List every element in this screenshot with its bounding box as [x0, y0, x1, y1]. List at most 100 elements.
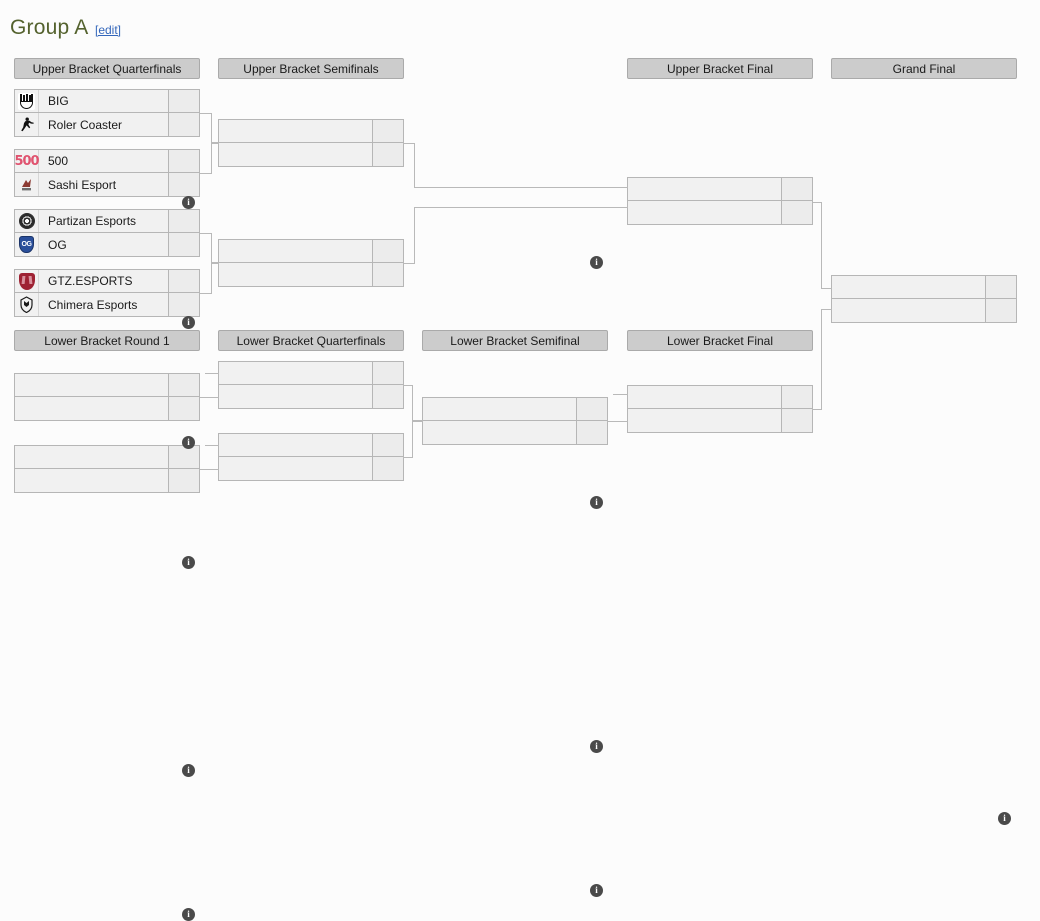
chimera-esports-logo — [15, 293, 39, 316]
match-opponent-row[interactable] — [832, 299, 1016, 322]
connector — [412, 421, 413, 457]
match-opponent-row[interactable] — [219, 263, 403, 286]
score-cell — [781, 409, 812, 432]
score-cell — [168, 150, 199, 172]
match-opponent-row[interactable]: Partizan Esports — [15, 210, 199, 233]
round-header-upper-bracket-semifinals: Upper Bracket Semifinals — [218, 58, 404, 79]
match-opponent-row[interactable] — [219, 120, 403, 143]
match-opponent-row[interactable] — [219, 143, 403, 166]
match-opponent-row[interactable]: Chimera Esports — [15, 293, 199, 316]
match-ubqf1[interactable]: BIG Roler Coaster i — [14, 89, 200, 209]
match-info-icon[interactable]: i — [590, 256, 603, 269]
score-cell — [168, 469, 199, 492]
connector — [821, 309, 832, 310]
match-ubqf3[interactable]: Partizan Esports OG OG i — [14, 209, 200, 449]
match-info-icon[interactable]: i — [182, 316, 195, 329]
connector — [205, 445, 219, 446]
match-opponent-row[interactable] — [628, 409, 812, 432]
match-lbr1m2[interactable]: i — [14, 445, 200, 921]
connector — [412, 421, 423, 422]
match-opponent-row[interactable] — [423, 421, 607, 444]
round-header-label: Upper Bracket Quarterfinals — [32, 61, 182, 76]
match-ubqf4[interactable]: GTZ.ESPORTS Chimera Esports i — [14, 269, 200, 569]
sashi-esport-logo — [15, 173, 39, 196]
score-cell — [168, 233, 199, 256]
connector — [414, 143, 415, 188]
connector — [821, 288, 832, 289]
score-cell — [985, 276, 1016, 298]
round-header-label: Lower Bracket Semifinal — [450, 333, 580, 348]
connector — [211, 262, 219, 263]
match-gf1[interactable]: i — [831, 275, 1017, 323]
match-opponent-row[interactable]: GTZ.ESPORTS — [15, 270, 199, 293]
match-lbf1[interactable]: i — [627, 385, 813, 433]
match-info-icon[interactable]: i — [182, 196, 195, 209]
match-ubf1[interactable]: i — [627, 177, 813, 225]
connector — [812, 409, 822, 410]
match-info-icon[interactable]: i — [590, 496, 603, 509]
match-ubsf2[interactable]: i — [218, 239, 603, 509]
match-opponent-row[interactable] — [423, 398, 607, 421]
connector — [200, 173, 212, 174]
score-cell — [576, 421, 607, 444]
connector — [403, 263, 415, 264]
bracket-stage: Group A [edit] Upper Bracket Quarterfina… — [0, 0, 1040, 513]
match-opponent-row[interactable] — [219, 457, 403, 480]
match-opponent-row[interactable] — [219, 434, 403, 457]
match-opponent-row[interactable] — [219, 362, 403, 385]
match-opponent-row[interactable] — [15, 469, 199, 492]
connector — [200, 469, 219, 470]
connector — [211, 263, 219, 264]
match-opponent-row[interactable] — [219, 385, 403, 408]
match-info-icon[interactable]: i — [182, 908, 195, 921]
match-lbr1m1[interactable]: i — [14, 373, 200, 777]
match-opponent-row[interactable] — [15, 446, 199, 469]
match-opponent-row[interactable]: Sashi Esport — [15, 173, 199, 196]
connector — [403, 385, 413, 386]
match-ubsf1[interactable]: i — [218, 119, 603, 269]
round-header-lower-bracket-round-1: Lower Bracket Round 1 — [14, 330, 200, 351]
connector — [821, 202, 822, 288]
connector — [200, 233, 212, 234]
match-opponent-row[interactable] — [628, 178, 812, 201]
round-header-label: Lower Bracket Final — [666, 333, 774, 348]
connector — [414, 207, 628, 208]
match-opponent-row[interactable]: BIG — [15, 90, 199, 113]
connector — [414, 187, 628, 188]
score-cell — [168, 374, 199, 396]
match-lbqf2[interactable]: i — [218, 433, 603, 897]
connector — [211, 143, 219, 144]
edit-link[interactable]: [edit] — [95, 23, 122, 37]
match-lbqf1[interactable]: i — [218, 361, 603, 753]
match-opponent-row[interactable] — [832, 276, 1016, 299]
match-info-icon[interactable]: i — [998, 812, 1011, 825]
match-opponent-row[interactable] — [628, 386, 812, 409]
score-cell — [372, 434, 403, 456]
match-info-icon[interactable]: i — [590, 740, 603, 753]
round-header-label: Upper Bracket Semifinals — [243, 61, 379, 76]
team-name: Sashi Esport — [48, 177, 117, 192]
match-info-icon[interactable]: i — [182, 764, 195, 777]
match-info-icon[interactable]: i — [182, 436, 195, 449]
round-header-lower-bracket-final: Lower Bracket Final — [627, 330, 813, 351]
page-title: Group A — [10, 16, 89, 39]
match-opponent-row[interactable] — [219, 240, 403, 263]
match-opponent-row[interactable]: 500 500 — [14, 150, 199, 173]
connector — [812, 202, 822, 203]
connector — [403, 143, 415, 144]
score-cell — [168, 270, 199, 292]
connector — [211, 263, 212, 293]
match-info-icon[interactable]: i — [590, 884, 603, 897]
match-opponent-row[interactable] — [628, 201, 812, 224]
match-opponent-row[interactable] — [15, 374, 199, 397]
match-opponent-row[interactable] — [15, 397, 199, 420]
match-ubqf2[interactable]: 500 500 Sashi Esport i — [14, 149, 200, 329]
match-opponent-row[interactable]: OG OG — [15, 233, 199, 256]
gtz-esports-logo — [15, 270, 39, 292]
og-logo: OG — [15, 233, 39, 256]
match-lbsf1[interactable]: i — [422, 397, 1011, 825]
match-info-icon[interactable]: i — [182, 556, 195, 569]
round-header-label: Lower Bracket Round 1 — [44, 333, 170, 348]
connector — [200, 293, 212, 294]
match-opponent-row[interactable]: Roler Coaster — [15, 113, 199, 136]
